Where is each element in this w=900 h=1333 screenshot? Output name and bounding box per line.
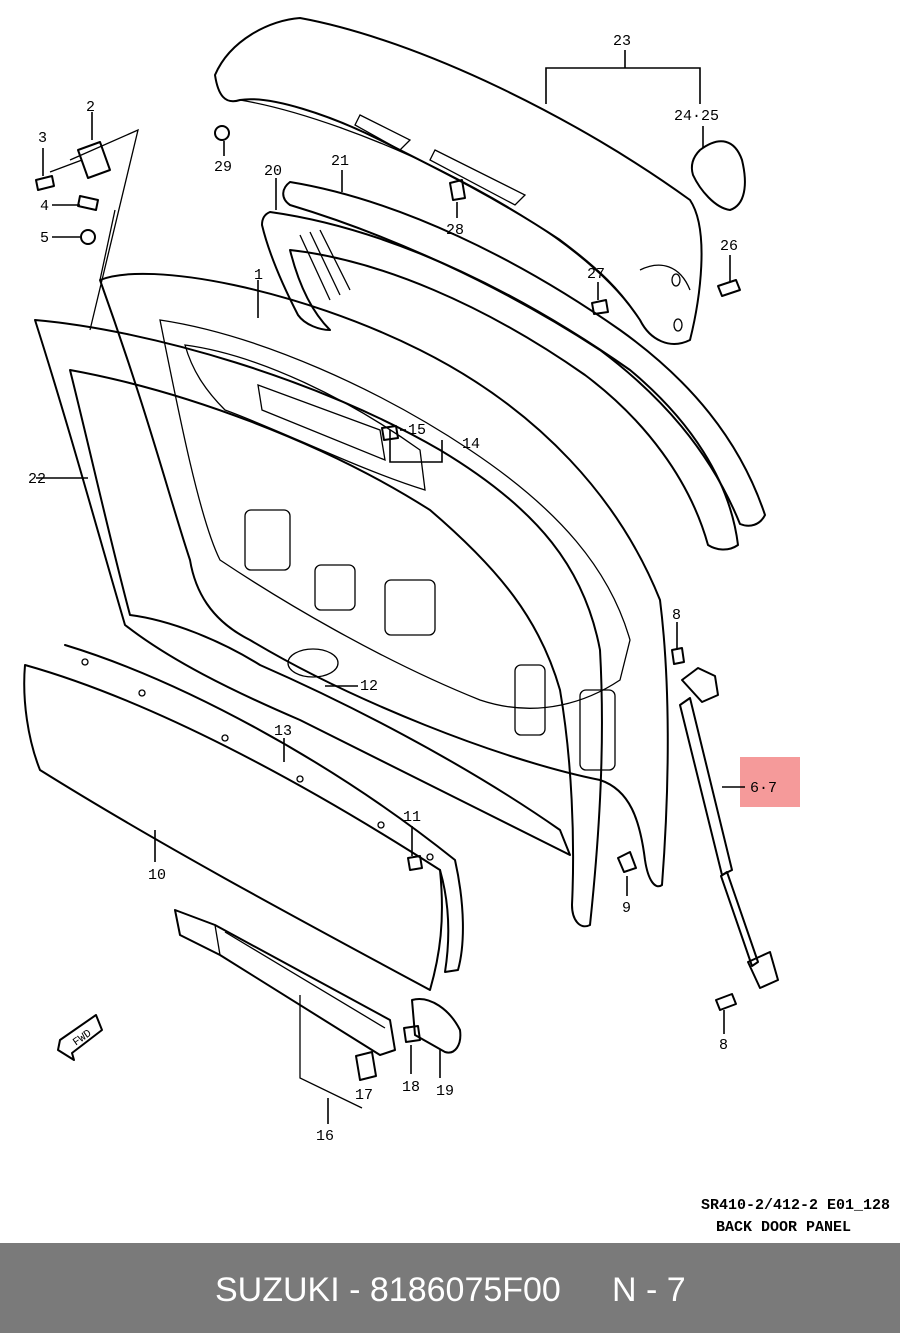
callout-4: 4 [40,198,49,215]
callout-21: 21 [331,153,349,170]
callout-1: 1 [254,267,263,284]
hinge-detail-lines [69,128,139,331]
fastener-28 [449,179,466,201]
callout-26: 26 [720,238,738,255]
callout-18: 18 [402,1079,420,1096]
diagram-caption: SR410-2/412-2 E01_128 BACK DOOR PANEL [701,1195,890,1239]
diagram-title: BACK DOOR PANEL [715,1219,851,1236]
callout-29: 29 [214,159,232,176]
callout-17: 17 [355,1087,373,1104]
highlight-box [740,757,800,807]
callout-24-25: 24·25 [674,108,719,125]
hinge-washer-5 [80,229,96,245]
lower-rail-part [174,909,396,1109]
callout-3: 3 [38,130,47,147]
bolt-8-upper [671,647,685,665]
callout-20: 20 [264,163,282,180]
page-reference: N - 7 [612,1271,686,1309]
brand-part-number: SUZUKI - 8186075F00 [215,1271,561,1309]
weatherstrip-part [34,319,603,928]
callout-8-upper: 8 [672,607,681,624]
callout-12: 12 [360,678,378,695]
fastener-26 [717,279,741,297]
callout-5: 5 [40,230,49,247]
callout-19: 19 [436,1083,454,1100]
callout-6-7: 6·7 [750,780,777,797]
back-door-panel-part [99,272,669,888]
fwd-arrow-icon: FWD [57,1014,103,1061]
fastener-29 [214,125,230,141]
bolt-8-lower [715,993,737,1011]
diagram-code: SR410-2/412-2 E01_128 [700,1197,890,1214]
clip-18 [403,1025,421,1043]
callout-8-lower: 8 [719,1037,728,1054]
back-door-exploded-diagram: FWD 1 2 3 4 5 6·7 8 8 9 10 [23,17,779,1145]
callout-2: 2 [86,99,95,116]
clip-17 [355,1051,377,1081]
clip-15 [381,425,399,441]
callout-27: 27 [587,266,605,283]
spoiler-part [214,17,703,345]
back-glass-part [261,211,739,551]
bolt-9 [617,851,637,873]
fastener-27 [591,299,609,315]
clip-11 [407,855,423,871]
callout-22: 22 [28,471,46,488]
callout-23: 23 [613,33,631,50]
hinge-bolt-3 [35,175,55,191]
bracket-part [411,998,462,1054]
glass-seal-part [282,181,766,527]
callout-14: 14 [462,436,480,453]
callout-28: 28 [446,222,464,239]
gas-strut-part [679,667,779,989]
callout-13: 13 [274,723,292,740]
trim-board-part [23,644,464,991]
leader-lines [36,50,745,1124]
callout-15: 15 [408,422,426,439]
callout-11: 11 [403,809,421,826]
callout-16: 16 [316,1128,334,1145]
hinge-part [49,112,111,179]
hinge-nut-4 [77,195,99,211]
callout-9: 9 [622,900,631,917]
spoiler-end-cover [690,140,746,211]
callout-10: 10 [148,867,166,884]
footer-bar: SUZUKI - 8186075F00 N - 7 [0,1243,900,1333]
